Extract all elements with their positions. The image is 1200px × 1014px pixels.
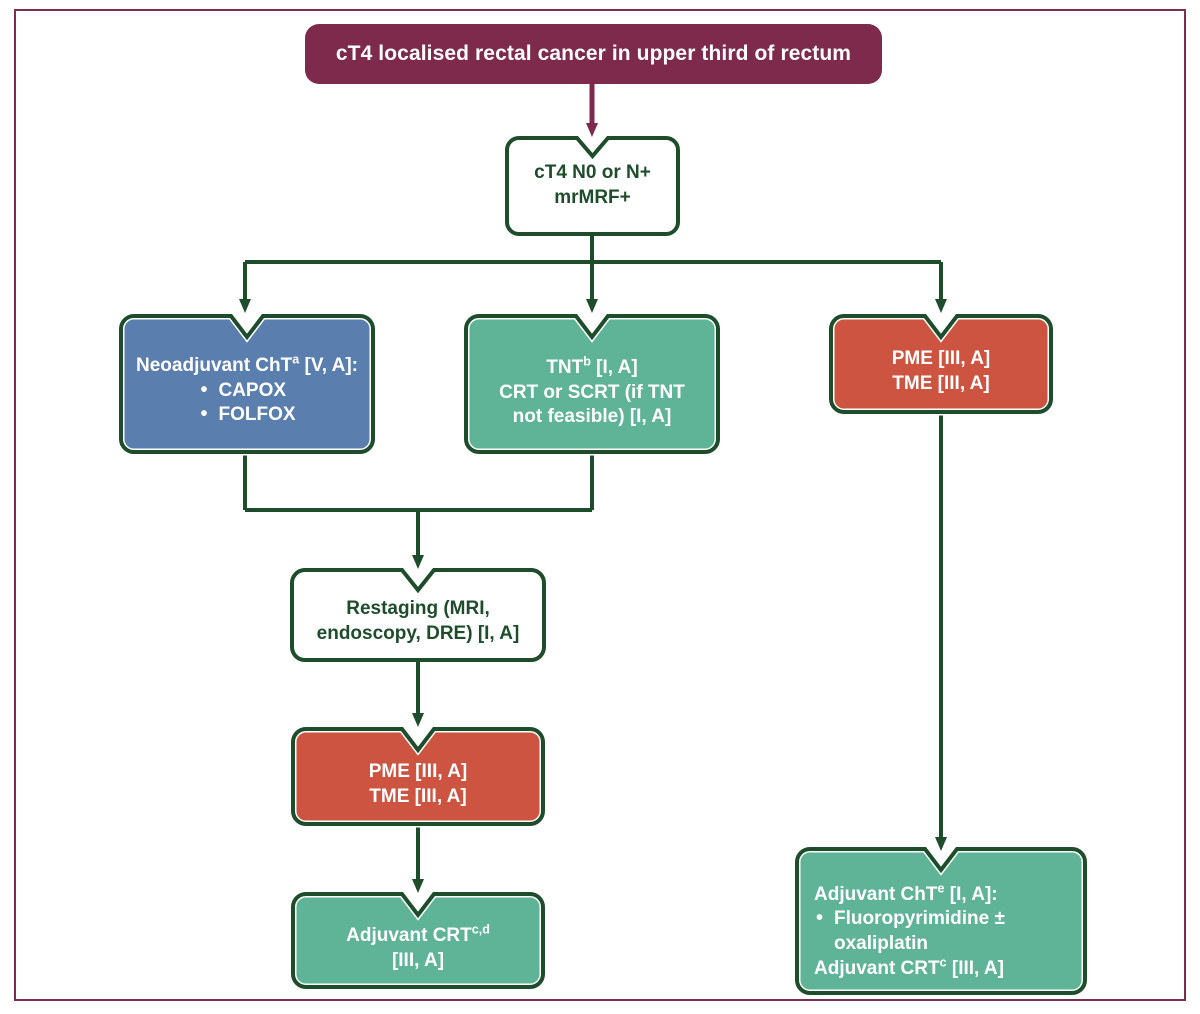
pme-right-line1: PME [III, A] xyxy=(891,348,991,370)
node-neoadjuvant-cht: Neoadjuvant ChTa [V, A]: CAPOX FOLFOX xyxy=(118,313,376,455)
neoadjuvant-bullet-list: CAPOX FOLFOX xyxy=(198,378,295,428)
node-stage: cT4 N0 or N+ mrMRF+ xyxy=(505,136,680,236)
node-restaging: Restaging (MRI, endoscopy, DRE) [I, A] xyxy=(290,568,546,662)
adjuvant-crt-line2: [III, A] xyxy=(391,949,445,971)
adjuvant-cht-tail: Adjuvant CRTc [III, A] xyxy=(814,955,1004,979)
pme-mid-line1: PME [III, A] xyxy=(368,760,468,782)
title-text: cT4 localised rectal cancer in upper thi… xyxy=(335,42,852,66)
node-pme-tme-right: PME [III, A] TME [III, A] xyxy=(828,313,1054,415)
stage-line2: mrMRF+ xyxy=(554,187,631,208)
node-adjuvant-cht: Adjuvant ChTe [I, A]: Fluoropyrimidine ±… xyxy=(794,846,1088,996)
tnt-line3: not feasible) [I, A] xyxy=(512,406,672,428)
list-item: FOLFOX xyxy=(198,402,295,428)
node-tnt: TNTb [I, A] CRT or SCRT (if TNT not feas… xyxy=(463,313,721,455)
tnt-line1: TNTb [I, A] xyxy=(546,354,638,378)
adjuvant-crt-line1: Adjuvant CRTc,d xyxy=(346,922,490,946)
node-title-banner: cT4 localised rectal cancer in upper thi… xyxy=(305,24,882,84)
pme-right-line2: TME [III, A] xyxy=(892,373,990,394)
notched-box-shape xyxy=(290,891,546,990)
notched-box-shape xyxy=(463,313,721,455)
stage-line1: cT4 N0 or N+ xyxy=(534,162,651,184)
node-pme-tme-middle: PME [III, A] TME [III, A] xyxy=(290,726,546,827)
list-item: CAPOX xyxy=(198,378,295,404)
tnt-line2: CRT or SCRT (if TNT xyxy=(499,381,685,403)
adjuvant-cht-bullet-list: Fluoropyrimidine ± oxaliplatin xyxy=(814,906,1068,956)
notched-box-shape xyxy=(828,313,1054,415)
notched-box-shape xyxy=(290,726,546,827)
neoadjuvant-lead: Neoadjuvant ChTa [V, A]: xyxy=(136,352,358,376)
pme-mid-line2: TME [III, A] xyxy=(369,785,467,807)
restaging-line2: endoscopy, DRE) [I, A] xyxy=(316,623,520,644)
node-adjuvant-crt: Adjuvant CRTc,d [III, A] xyxy=(290,891,546,990)
restaging-line1: Restaging (MRI, xyxy=(346,598,490,620)
notched-box-shape xyxy=(290,568,546,662)
list-item: Fluoropyrimidine ± oxaliplatin xyxy=(814,906,1068,956)
adjuvant-cht-lead: Adjuvant ChTe [I, A]: xyxy=(814,881,998,905)
notched-box-shape xyxy=(505,136,680,236)
